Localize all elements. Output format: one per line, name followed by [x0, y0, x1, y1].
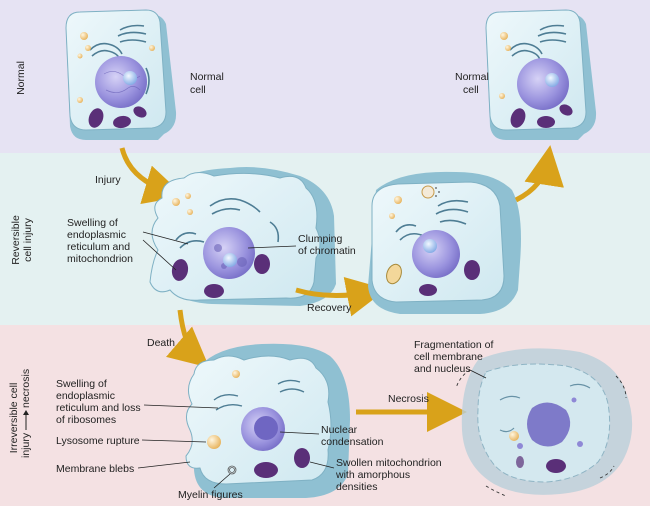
svg-text:mitochondrion: mitochondrion	[67, 253, 133, 265]
svg-text:with amorphous: with amorphous	[335, 469, 410, 481]
label-swelling-er-ribosomes: Swelling of endoplasmic reticulum and lo…	[56, 378, 141, 426]
svg-text:cell injury: cell injury	[22, 217, 34, 262]
svg-text:of chromatin: of chromatin	[298, 245, 356, 257]
svg-text:cell membrane: cell membrane	[414, 351, 483, 363]
svg-text:endoplasmic: endoplasmic	[67, 229, 126, 241]
label-necrosis: Necrosis	[388, 393, 429, 405]
label-clumping: Clumping of chromatin	[298, 233, 356, 257]
svg-text:condensation: condensation	[321, 436, 384, 448]
pointer-swollen-mito	[309, 461, 335, 469]
normal-cell-left	[65, 9, 177, 140]
normal-cell-right	[485, 9, 597, 140]
side-label-normal: Normal	[15, 61, 27, 95]
svg-text:injury: injury	[20, 432, 32, 458]
arrow-return-normal	[514, 145, 564, 203]
label-normal-cell-left: Normal cell	[190, 71, 224, 96]
label-lysosome-rupture: Lysosome rupture	[56, 435, 140, 447]
svg-text:endoplasmic: endoplasmic	[56, 390, 115, 402]
pointer-lysosome-rupture	[141, 439, 207, 443]
label-nuclear-condensation: Nuclear condensation	[321, 424, 384, 448]
pointer-membrane-blebs	[137, 461, 191, 469]
nucleolus	[123, 71, 137, 85]
reversible-swollen-cell	[149, 167, 336, 306]
svg-text:Nuclear: Nuclear	[321, 424, 358, 436]
pointer-swelling-er-ribosomes	[143, 404, 219, 409]
irreversible-cell	[185, 343, 350, 498]
label-myelin-figures: Myelin figures	[178, 489, 243, 501]
label-injury: Injury	[95, 174, 121, 186]
necrotic-cell	[455, 348, 633, 497]
svg-text:Irreversible cell: Irreversible cell	[8, 383, 20, 454]
label-death: Death	[147, 337, 175, 349]
svg-text:Reversible: Reversible	[10, 215, 22, 265]
side-label-irreversible: Irreversible cell injury necrosis	[8, 369, 32, 458]
svg-text:reticulum and: reticulum and	[67, 241, 130, 253]
side-label-reversible: Reversible cell injury	[10, 215, 34, 265]
svg-text:Clumping: Clumping	[298, 233, 343, 245]
label-fragmentation: Fragmentation of cell membrane and nucle…	[414, 339, 493, 375]
svg-text:Swelling of: Swelling of	[56, 378, 107, 390]
arrow-recovery	[295, 277, 387, 317]
label-normal-cell-right: Normal cell	[455, 71, 489, 96]
pointer-swelling-er	[142, 231, 189, 271]
svg-text:of ribosomes: of ribosomes	[56, 414, 116, 426]
label-swelling-er: Swelling of endoplasmic reticulum and mi…	[67, 217, 133, 265]
svg-text:cell: cell	[463, 84, 479, 96]
mitochondrion	[88, 108, 104, 128]
svg-text:Swelling of: Swelling of	[67, 217, 118, 229]
nucleus	[95, 56, 147, 108]
label-recovery: Recovery	[307, 302, 352, 314]
svg-text:reticulum and loss: reticulum and loss	[56, 402, 141, 414]
svg-text:necrosis: necrosis	[20, 369, 32, 408]
svg-text:Swollen mitochondrion: Swollen mitochondrion	[336, 457, 442, 469]
svg-text:cell: cell	[190, 84, 206, 96]
arrow-death	[166, 309, 210, 368]
svg-text:densities: densities	[336, 481, 377, 493]
label-membrane-blebs: Membrane blebs	[56, 463, 134, 475]
label-swollen-mito: Swollen mitochondrion with amorphous den…	[335, 457, 442, 493]
pointer-myelin-figures	[213, 473, 231, 489]
svg-text:and nucleus: and nucleus	[414, 363, 471, 375]
svg-text:Fragmentation of: Fragmentation of	[414, 339, 493, 351]
pointer-clumping	[247, 245, 297, 249]
recovering-cell	[368, 171, 521, 314]
svg-text:Normal: Normal	[455, 71, 489, 83]
pointer-fragmentation	[469, 369, 487, 379]
pointer-nuclear-condensation	[279, 431, 320, 435]
svg-text:Normal: Normal	[190, 71, 224, 83]
